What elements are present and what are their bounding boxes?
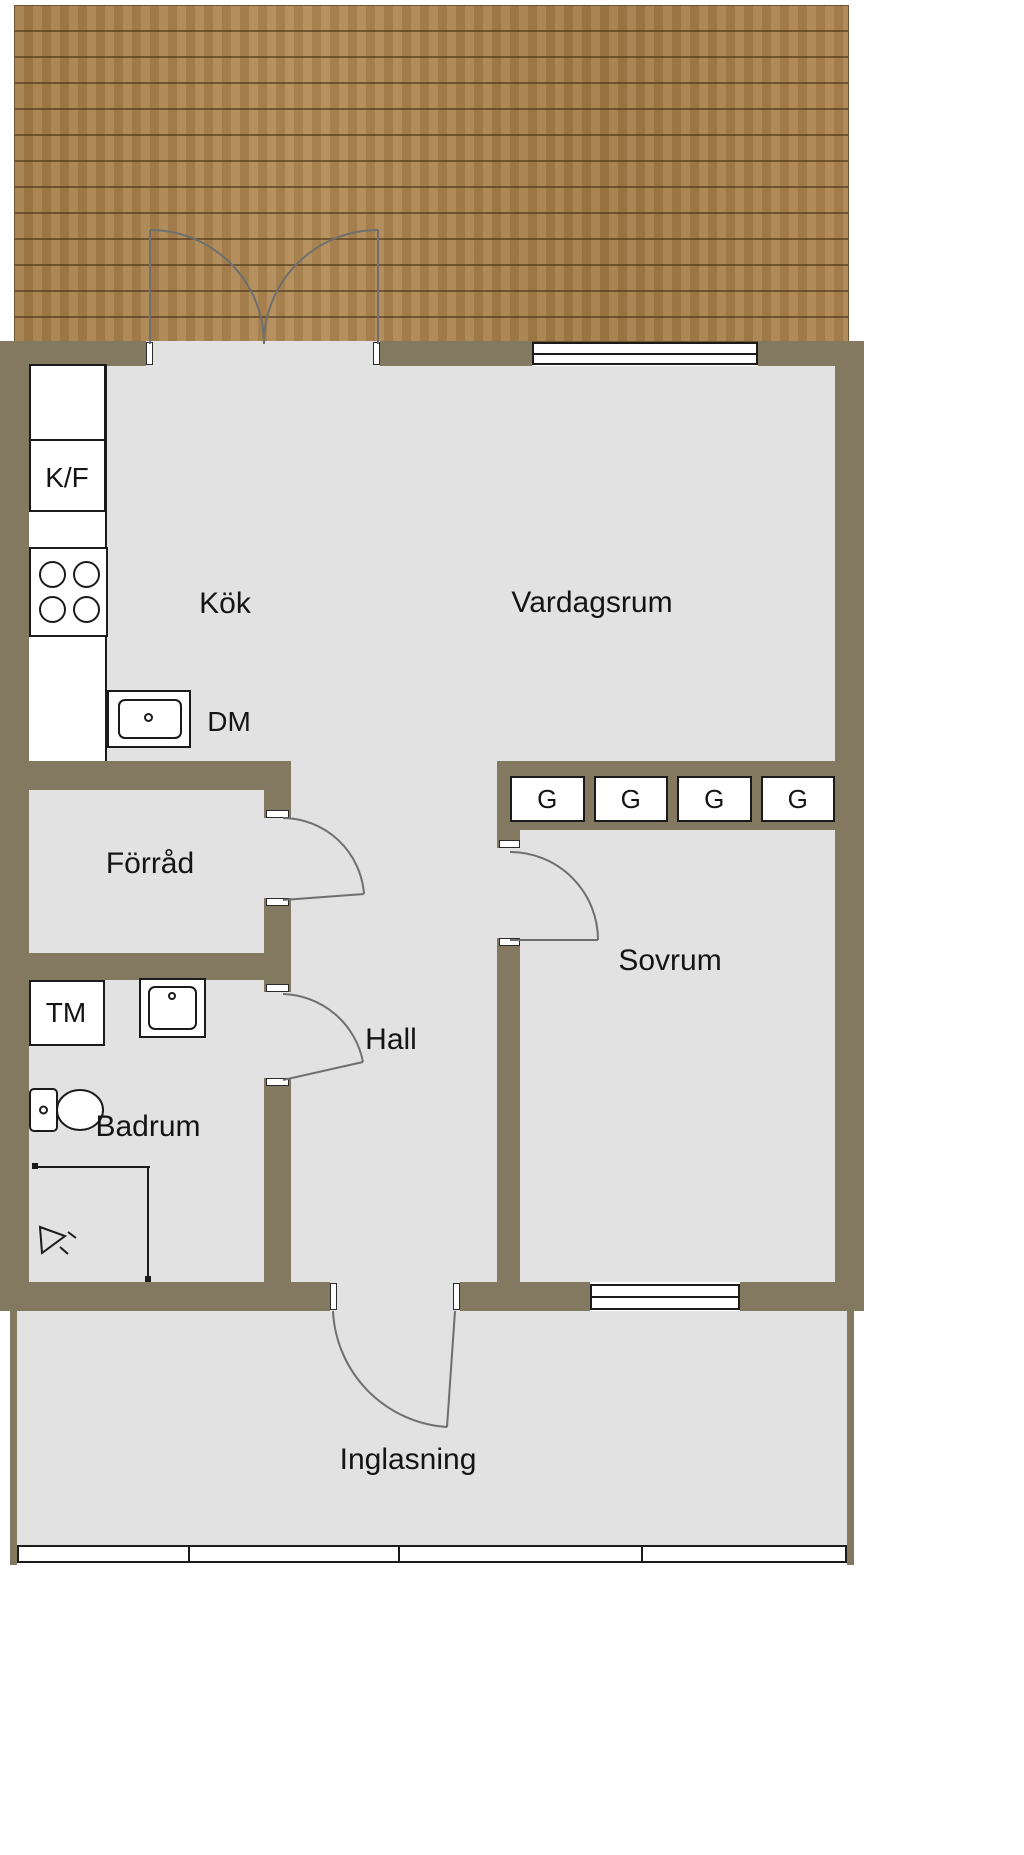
wardrobe-g-label: G bbox=[537, 783, 558, 814]
room-label-kok: Kök bbox=[199, 587, 251, 620]
room-label-vardagsrum: Vardagsrum bbox=[511, 586, 673, 619]
door-jamb bbox=[266, 1078, 289, 1086]
wardrobe-cabinet: G bbox=[593, 776, 668, 822]
burner-icon bbox=[39, 561, 66, 588]
wardrobe-g-label: G bbox=[620, 783, 641, 814]
door-jamb bbox=[330, 1283, 337, 1310]
room-label-sovrum: Sovrum bbox=[618, 944, 722, 977]
wardrobe-cabinet: G bbox=[510, 776, 585, 822]
wall-wardrobe-top bbox=[497, 761, 835, 776]
glazing-divider bbox=[188, 1546, 190, 1562]
burner-icon bbox=[73, 561, 100, 588]
wall-bottom-right bbox=[740, 1282, 864, 1311]
wall-bottom-left bbox=[0, 1282, 330, 1311]
washing-machine-icon bbox=[29, 980, 105, 1046]
wall-right bbox=[835, 341, 864, 1311]
inglasning-wall-right bbox=[847, 1311, 854, 1565]
door-jamb bbox=[499, 938, 520, 946]
wall-sovrum-left-b bbox=[497, 938, 520, 1282]
wall-top-mid bbox=[380, 341, 532, 366]
room-label-inglasning: Inglasning bbox=[339, 1443, 477, 1476]
appliance-label-tm: TM bbox=[45, 997, 87, 1028]
appliance-label-dm: DM bbox=[207, 706, 251, 737]
room-label-forrad: Förråd bbox=[105, 847, 195, 880]
wardrobe-g-label: G bbox=[787, 783, 808, 814]
wall-hall-left-b bbox=[264, 898, 291, 953]
sink-drain bbox=[144, 713, 153, 722]
wall-wardrobe-bottom bbox=[510, 822, 835, 830]
wall-forrad-top bbox=[29, 761, 291, 790]
door-jamb bbox=[373, 342, 380, 365]
wall-bottom-mid bbox=[460, 1282, 590, 1311]
inglasning-wall-left bbox=[10, 1311, 17, 1565]
burner-icon bbox=[39, 596, 66, 623]
wardrobe-cabinet: G bbox=[677, 776, 752, 822]
door-jamb bbox=[266, 984, 289, 992]
kitchen-sink-icon bbox=[107, 690, 191, 748]
wardrobe-g-label: G bbox=[704, 783, 725, 814]
wall-left bbox=[0, 341, 29, 1311]
inglasning-glazing bbox=[17, 1545, 847, 1563]
deck-door-opening bbox=[146, 341, 380, 366]
window-glass-line bbox=[533, 352, 757, 355]
sink-drain bbox=[168, 992, 176, 1000]
door-jamb bbox=[146, 342, 153, 365]
fridge-freezer-cabinet bbox=[29, 364, 106, 512]
burner-icon bbox=[73, 596, 100, 623]
appliance-label-kf: K/F bbox=[45, 462, 89, 493]
room-label-badrum: Badrum bbox=[95, 1110, 201, 1143]
inglasning-floor bbox=[17, 1311, 847, 1547]
door-jamb bbox=[499, 840, 520, 848]
bathroom-sink-icon bbox=[139, 978, 206, 1038]
door-jamb bbox=[266, 810, 289, 818]
balcony-door-opening bbox=[330, 1282, 460, 1311]
door-jamb bbox=[453, 1283, 460, 1310]
bedroom-window bbox=[590, 1284, 740, 1310]
wardrobe-cabinet: G bbox=[760, 776, 835, 822]
window-glass-line bbox=[591, 1296, 739, 1298]
wall-badrum-top bbox=[29, 953, 291, 980]
deck-area bbox=[14, 5, 849, 342]
wall-hall-left-d bbox=[264, 1078, 291, 1282]
wardrobe-row: G G G G bbox=[510, 776, 835, 822]
livingroom-window bbox=[532, 342, 758, 365]
room-label-hall: Hall bbox=[365, 1023, 417, 1056]
cabinet-divider bbox=[30, 439, 105, 441]
glazing-divider bbox=[641, 1546, 643, 1562]
door-jamb bbox=[266, 898, 289, 906]
stove-icon bbox=[29, 547, 108, 637]
glazing-divider bbox=[398, 1546, 400, 1562]
